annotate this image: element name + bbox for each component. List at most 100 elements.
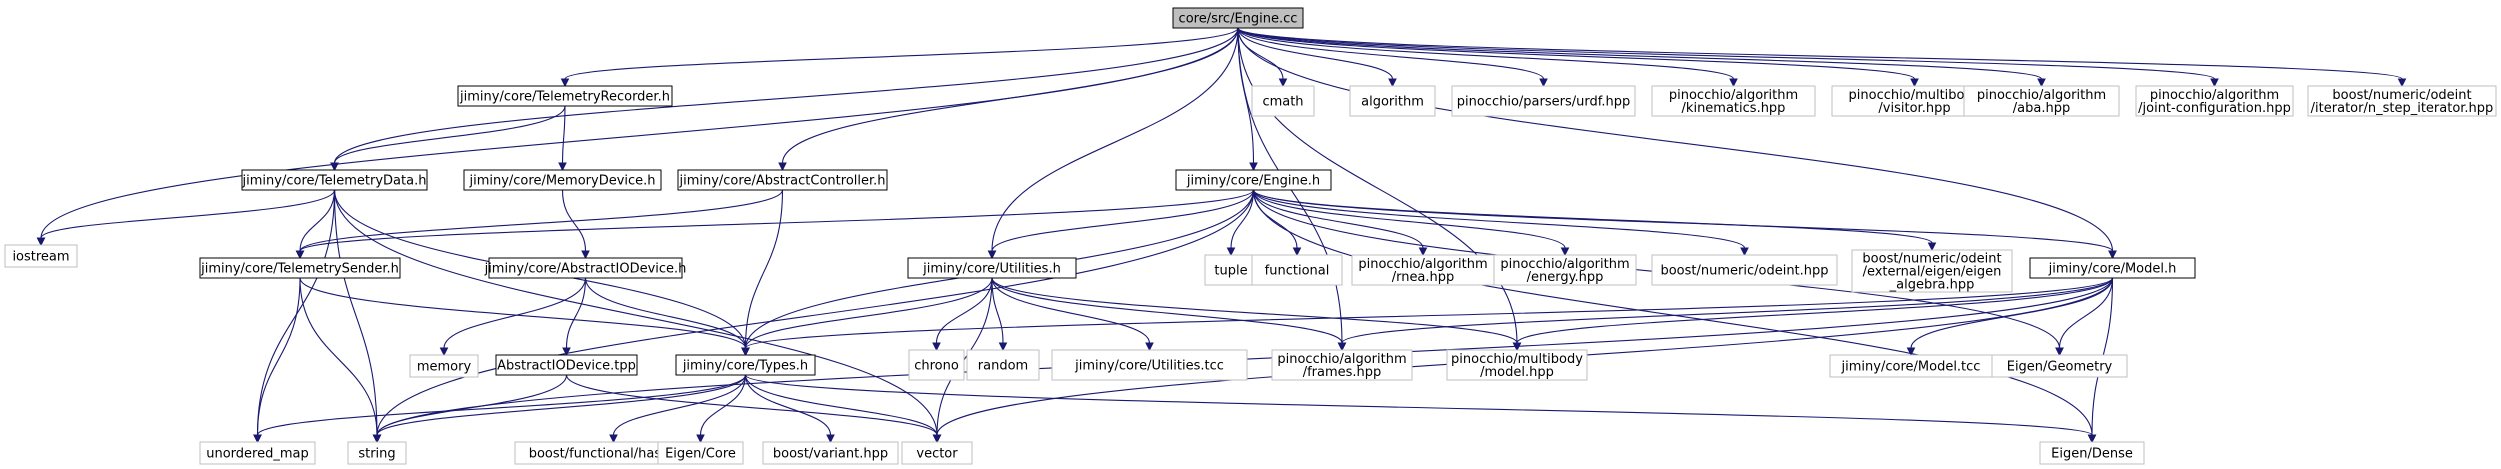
node-string[interactable]: string bbox=[347, 441, 407, 465]
edge-engine_cc-to-abstract_controller_h bbox=[781, 27, 1239, 164]
node-label-utilities_tcc: jiminy/core/Utilities.tcc bbox=[1074, 359, 1224, 374]
arrowhead-utilities_h-to-utilities_tcc bbox=[1145, 342, 1154, 352]
edge-telemetry_data_h-to-telemetry_sender_h bbox=[299, 189, 336, 252]
node-box-eigen_geometry bbox=[1991, 354, 2128, 378]
node-pinocchio_urdf[interactable]: pinocchio/parsers/urdf.hpp bbox=[1451, 85, 1636, 117]
node-boost_nstep[interactable]: boost/numeric/odeint/iterator/n_step_ite… bbox=[2307, 85, 2497, 117]
node-pinocchio_rnea[interactable]: pinocchio/algorithm/rnea.hpp bbox=[1351, 254, 1495, 286]
arrowhead-engine_h-to-pinocchio_energy bbox=[1560, 247, 1570, 257]
edge-engine_h-to-model_h bbox=[1252, 189, 2114, 252]
node-box-pinocchio_rnea bbox=[1351, 254, 1495, 286]
node-label-iostream: iostream bbox=[12, 250, 69, 265]
node-pinocchio_frames[interactable]: pinocchio/algorithm/frames.hpp bbox=[1271, 349, 1413, 381]
node-memory_device_h[interactable]: jiminy/core/MemoryDevice.h bbox=[463, 169, 662, 191]
edge-abstract_io_device_h-to-types_h bbox=[584, 277, 747, 349]
node-label-pinocchio_model: /model.hpp bbox=[1480, 365, 1554, 380]
edge-utilities_h-to-pinocchio_model bbox=[991, 277, 1518, 344]
node-label-pinocchio_energy: /energy.hpp bbox=[1527, 270, 1604, 285]
node-pinocchio_kinematics[interactable]: pinocchio/algorithm/kinematics.hpp bbox=[1651, 85, 1816, 117]
node-label-boost_eigen_algebra: /external/eigen/eigen bbox=[1863, 265, 2002, 280]
node-telemetry_recorder_h[interactable]: jiminy/core/TelemetryRecorder.h bbox=[457, 85, 673, 107]
node-box-memory bbox=[409, 354, 479, 378]
arrowhead-engine_cc-to-telemetry_recorder_h bbox=[560, 78, 570, 88]
node-label-vector: vector bbox=[916, 447, 958, 462]
edge-telemetry_sender_h-to-unordered_map bbox=[256, 277, 301, 436]
node-label-boost_nstep: boost/numeric/odeint bbox=[2332, 88, 2471, 103]
node-box-functional bbox=[1251, 254, 1343, 286]
edge-engine_cc-to-utilities_h bbox=[991, 27, 1239, 252]
node-boost_eigen_algebra[interactable]: boost/numeric/odeint/external/eigen/eige… bbox=[1851, 249, 2013, 293]
node-eigen_dense[interactable]: Eigen/Dense bbox=[2039, 441, 2145, 465]
node-pinocchio_joint_config[interactable]: pinocchio/algorithm/joint-configuration.… bbox=[2135, 85, 2294, 117]
edge-types_h-to-eigen_dense bbox=[744, 374, 2093, 436]
node-telemetry_data_h[interactable]: jiminy/core/TelemetryData.h bbox=[241, 169, 428, 191]
node-box-engine_h bbox=[1175, 169, 1332, 191]
node-engine_cc[interactable]: core/src/Engine.cc bbox=[1172, 7, 1304, 29]
node-tuple[interactable]: tuple bbox=[1204, 254, 1258, 286]
node-pinocchio_aba[interactable]: pinocchio/algorithm/aba.hpp bbox=[1963, 85, 2120, 117]
node-utilities_h[interactable]: jiminy/core/Utilities.h bbox=[907, 257, 1077, 279]
arrowhead-engine_cc-to-engine_h bbox=[1249, 162, 1258, 172]
node-functional[interactable]: functional bbox=[1251, 254, 1343, 286]
node-box-utilities_h bbox=[907, 257, 1077, 279]
node-label-pinocchio_model: pinocchio/multibody bbox=[1451, 352, 1583, 367]
node-model_h[interactable]: jiminy/core/Model.h bbox=[2029, 257, 2196, 279]
node-iostream[interactable]: iostream bbox=[4, 244, 78, 268]
node-telemetry_sender_h[interactable]: jiminy/core/TelemetrySender.h bbox=[199, 257, 401, 279]
node-model_tcc[interactable]: jiminy/core/Model.tcc bbox=[1829, 354, 1993, 378]
node-box-telemetry_data_h bbox=[241, 169, 428, 191]
arrowhead-model_h-to-types_h bbox=[741, 347, 750, 357]
node-label-eigen_geometry: Eigen/Geometry bbox=[2007, 360, 2113, 375]
node-memory[interactable]: memory bbox=[409, 354, 479, 378]
edge-engine_h-to-eigen_dense bbox=[1252, 189, 2093, 436]
node-abstract_io_device_h[interactable]: jiminy/core/AbstractIODevice.h bbox=[484, 257, 687, 279]
edge-abstract_io_device_tpp-to-vector bbox=[565, 374, 938, 436]
node-box-cmath bbox=[1251, 85, 1315, 117]
node-utilities_tcc[interactable]: jiminy/core/Utilities.tcc bbox=[1051, 349, 1248, 381]
node-unordered_map[interactable]: unordered_map bbox=[199, 441, 316, 465]
arrowhead-engine_h-to-utilities_h bbox=[987, 250, 997, 260]
node-box-abstract_io_device_tpp bbox=[495, 354, 638, 376]
arrowhead-telemetry_data_h-to-iostream bbox=[36, 237, 46, 247]
edge-telemetry_sender_h-to-types_h bbox=[299, 277, 747, 349]
node-label-boost_eigen_algebra: _algebra.hpp bbox=[1889, 278, 1975, 293]
arrowhead-model_h-to-pinocchio_frames bbox=[1337, 342, 1347, 352]
node-eigen_core[interactable]: Eigen/Core bbox=[657, 441, 744, 465]
node-label-model_tcc: jiminy/core/Model.tcc bbox=[1841, 360, 1981, 375]
node-box-pinocchio_energy bbox=[1493, 254, 1637, 286]
arrowhead-abstract_io_device_h-to-abstract_io_device_tpp bbox=[562, 347, 571, 357]
arrowhead-engine_h-to-boost_odeint bbox=[1740, 247, 1749, 257]
node-boost_odeint[interactable]: boost/numeric/odeint.hpp bbox=[1651, 254, 1838, 286]
node-eigen_geometry[interactable]: Eigen/Geometry bbox=[1991, 354, 2128, 378]
node-label-memory_device_h: jiminy/core/MemoryDevice.h bbox=[468, 174, 655, 189]
node-box-eigen_core bbox=[657, 441, 744, 465]
node-random[interactable]: random bbox=[966, 349, 1040, 381]
node-vector[interactable]: vector bbox=[901, 441, 973, 465]
node-engine_h[interactable]: jiminy/core/Engine.h bbox=[1175, 169, 1332, 191]
node-cmath[interactable]: cmath bbox=[1251, 85, 1315, 117]
arrowhead-engine_h-to-functional bbox=[1292, 247, 1302, 257]
node-pinocchio_model[interactable]: pinocchio/multibody/model.hpp bbox=[1446, 349, 1588, 381]
node-pinocchio_energy[interactable]: pinocchio/algorithm/energy.hpp bbox=[1493, 254, 1637, 286]
node-box-pinocchio_joint_config bbox=[2135, 85, 2294, 117]
node-types_h[interactable]: jiminy/core/Types.h bbox=[675, 354, 816, 376]
node-boost_variant[interactable]: boost/variant.hpp bbox=[762, 441, 899, 465]
edge-utilities_h-to-utilities_tcc bbox=[991, 277, 1151, 344]
node-box-boost_variant bbox=[762, 441, 899, 465]
node-label-pinocchio_visitor: pinocchio/multibody bbox=[1849, 88, 1981, 103]
edge-telemetry_data_h-to-unordered_map bbox=[256, 189, 336, 436]
node-chrono[interactable]: chrono bbox=[908, 349, 965, 381]
arrowhead-types_h-to-eigen_core bbox=[696, 434, 705, 444]
edge-types_h-to-string bbox=[376, 374, 747, 436]
arrowhead-engine_cc-to-algorithm bbox=[1388, 78, 1397, 88]
arrowhead-types_h-to-eigen_dense bbox=[2087, 434, 2097, 444]
node-abstract_io_device_tpp[interactable]: AbstractIODevice.tpp bbox=[495, 354, 638, 376]
arrowhead-types_h-to-boost_variant bbox=[826, 434, 835, 444]
node-label-eigen_core: Eigen/Core bbox=[665, 447, 736, 462]
node-algorithm[interactable]: algorithm bbox=[1349, 85, 1436, 117]
edge-engine_cc-to-pinocchio_joint_config bbox=[1237, 27, 2216, 80]
arrowhead-model_h-to-eigen_geometry bbox=[2055, 347, 2064, 357]
arrowhead-engine_h-to-telemetry_sender_h bbox=[295, 250, 305, 260]
edge-engine_h-to-telemetry_sender_h bbox=[299, 189, 1255, 252]
node-abstract_controller_h[interactable]: jiminy/core/AbstractController.h bbox=[677, 169, 888, 191]
